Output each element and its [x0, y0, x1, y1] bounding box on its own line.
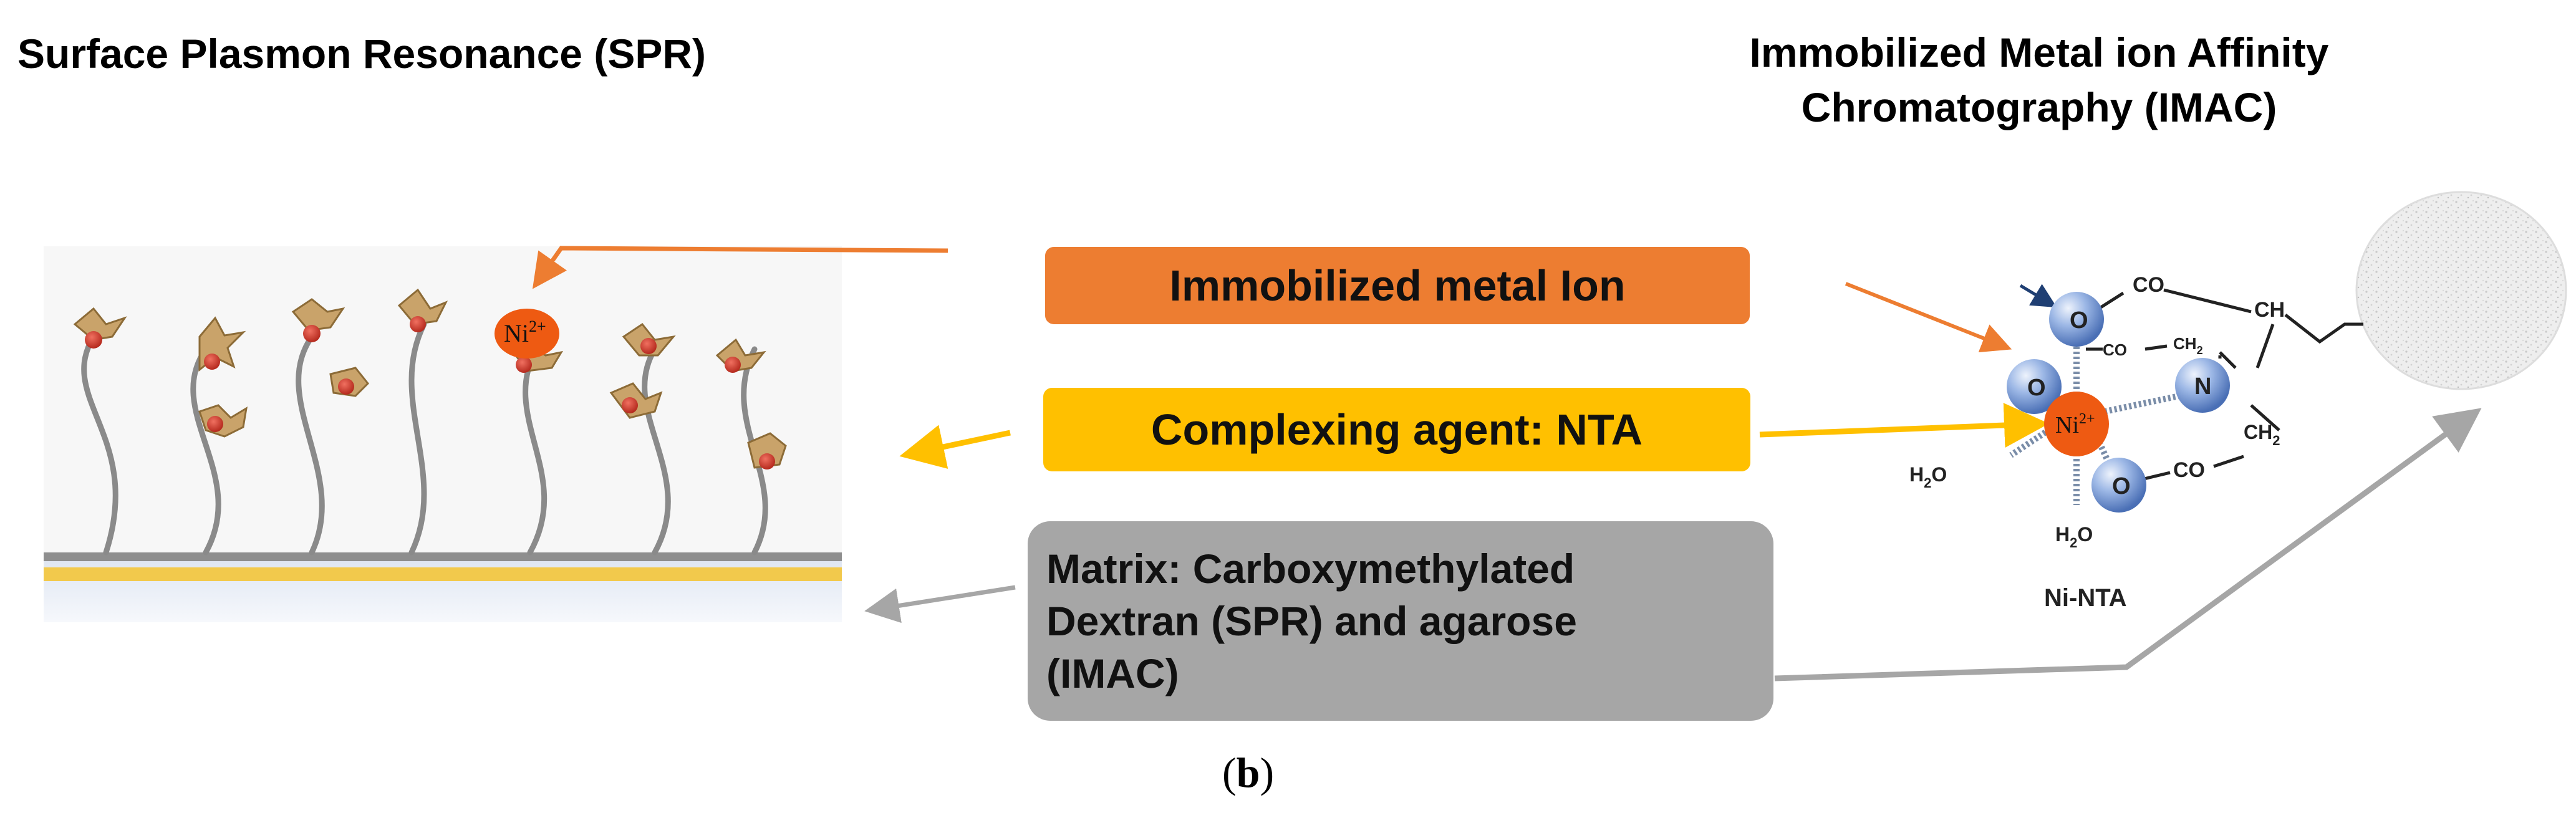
ni-nta-structure: O O O N Ni2+ CO CO CO CH CH2 CH2 H2O H2O…	[1909, 273, 2363, 612]
metal-ion-box: Immobilized metal Ion	[1045, 247, 1750, 324]
spr-gold-layer	[44, 567, 842, 581]
oxygen-atoms	[2007, 292, 2230, 513]
spr-surface-illustration: Ni2+	[44, 246, 842, 622]
nitrogen-label: N	[2194, 373, 2211, 400]
connector-arrows	[532, 246, 2482, 681]
matrix-label-line2: Dextran (SPR) and agarose	[1046, 598, 1577, 644]
co-label-1: CO	[2133, 273, 2164, 297]
agarose-bead	[2355, 191, 2567, 390]
imac-title-line1: Immobilized Metal ion Affinity	[1749, 29, 2329, 75]
complexing-agent-label: Complexing agent: NTA	[1151, 405, 1643, 454]
matrix-label-line1: Matrix: Carboxymethylated	[1046, 546, 1575, 592]
panel-caption: (b)	[1222, 749, 1275, 796]
imac-title-line2: Chromatography (IMAC)	[1801, 84, 2277, 130]
arrow-metal-to-spr	[532, 246, 948, 289]
ch-label: CH	[2254, 298, 2285, 322]
arrow-metal-to-imac	[1845, 282, 2012, 353]
small-blue-arrow	[2019, 284, 2057, 308]
spr-nickel-charge: 2+	[529, 317, 546, 335]
oxygen-label-2: O	[2027, 375, 2046, 401]
h2o-label-2: H2O	[2055, 523, 2093, 551]
matrix-box: Matrix: Carboxymethylated Dextran (SPR) …	[1028, 521, 1773, 721]
ni-nta-label: Ni-NTA	[2044, 584, 2127, 612]
complexing-agent-box: Complexing agent: NTA	[1043, 388, 1750, 471]
arrow-nta-to-spr	[899, 425, 1011, 469]
imac-nickel-text: Ni2+	[2055, 411, 2095, 438]
co-label-2: CO	[2103, 340, 2127, 359]
metal-ion-label: Immobilized metal Ion	[1169, 261, 1626, 310]
matrix-label-line3: (IMAC)	[1046, 650, 1179, 696]
svg-text:Ni2+: Ni2+	[504, 317, 546, 347]
arrow-matrix-to-spr	[864, 585, 1016, 624]
spr-title: Surface Plasmon Resonance (SPR)	[17, 31, 707, 77]
imac-nickel-ion	[2044, 392, 2109, 456]
oxygen-label-1: O	[2070, 307, 2088, 334]
ligand-beads	[85, 316, 775, 469]
panel-letter: b	[1236, 749, 1260, 796]
imac-title: Immobilized Metal ion Affinity Chromatog…	[1634, 25, 2444, 135]
spr-dextran-baseline	[44, 552, 842, 561]
ch2-label-1: CH2	[2173, 334, 2203, 357]
co-label-3: CO	[2173, 458, 2205, 482]
arrow-matrix-to-agarose	[1774, 408, 2482, 681]
arrow-nta-to-imac	[1759, 403, 2049, 448]
h2o-label-1: H2O	[1909, 463, 1947, 491]
oxygen-label-3: O	[2112, 473, 2131, 499]
spr-nickel-ion: Ni2+	[494, 309, 559, 359]
ch2-label-2: CH2	[2244, 421, 2280, 448]
spr-nickel-symbol: Ni	[504, 319, 529, 347]
